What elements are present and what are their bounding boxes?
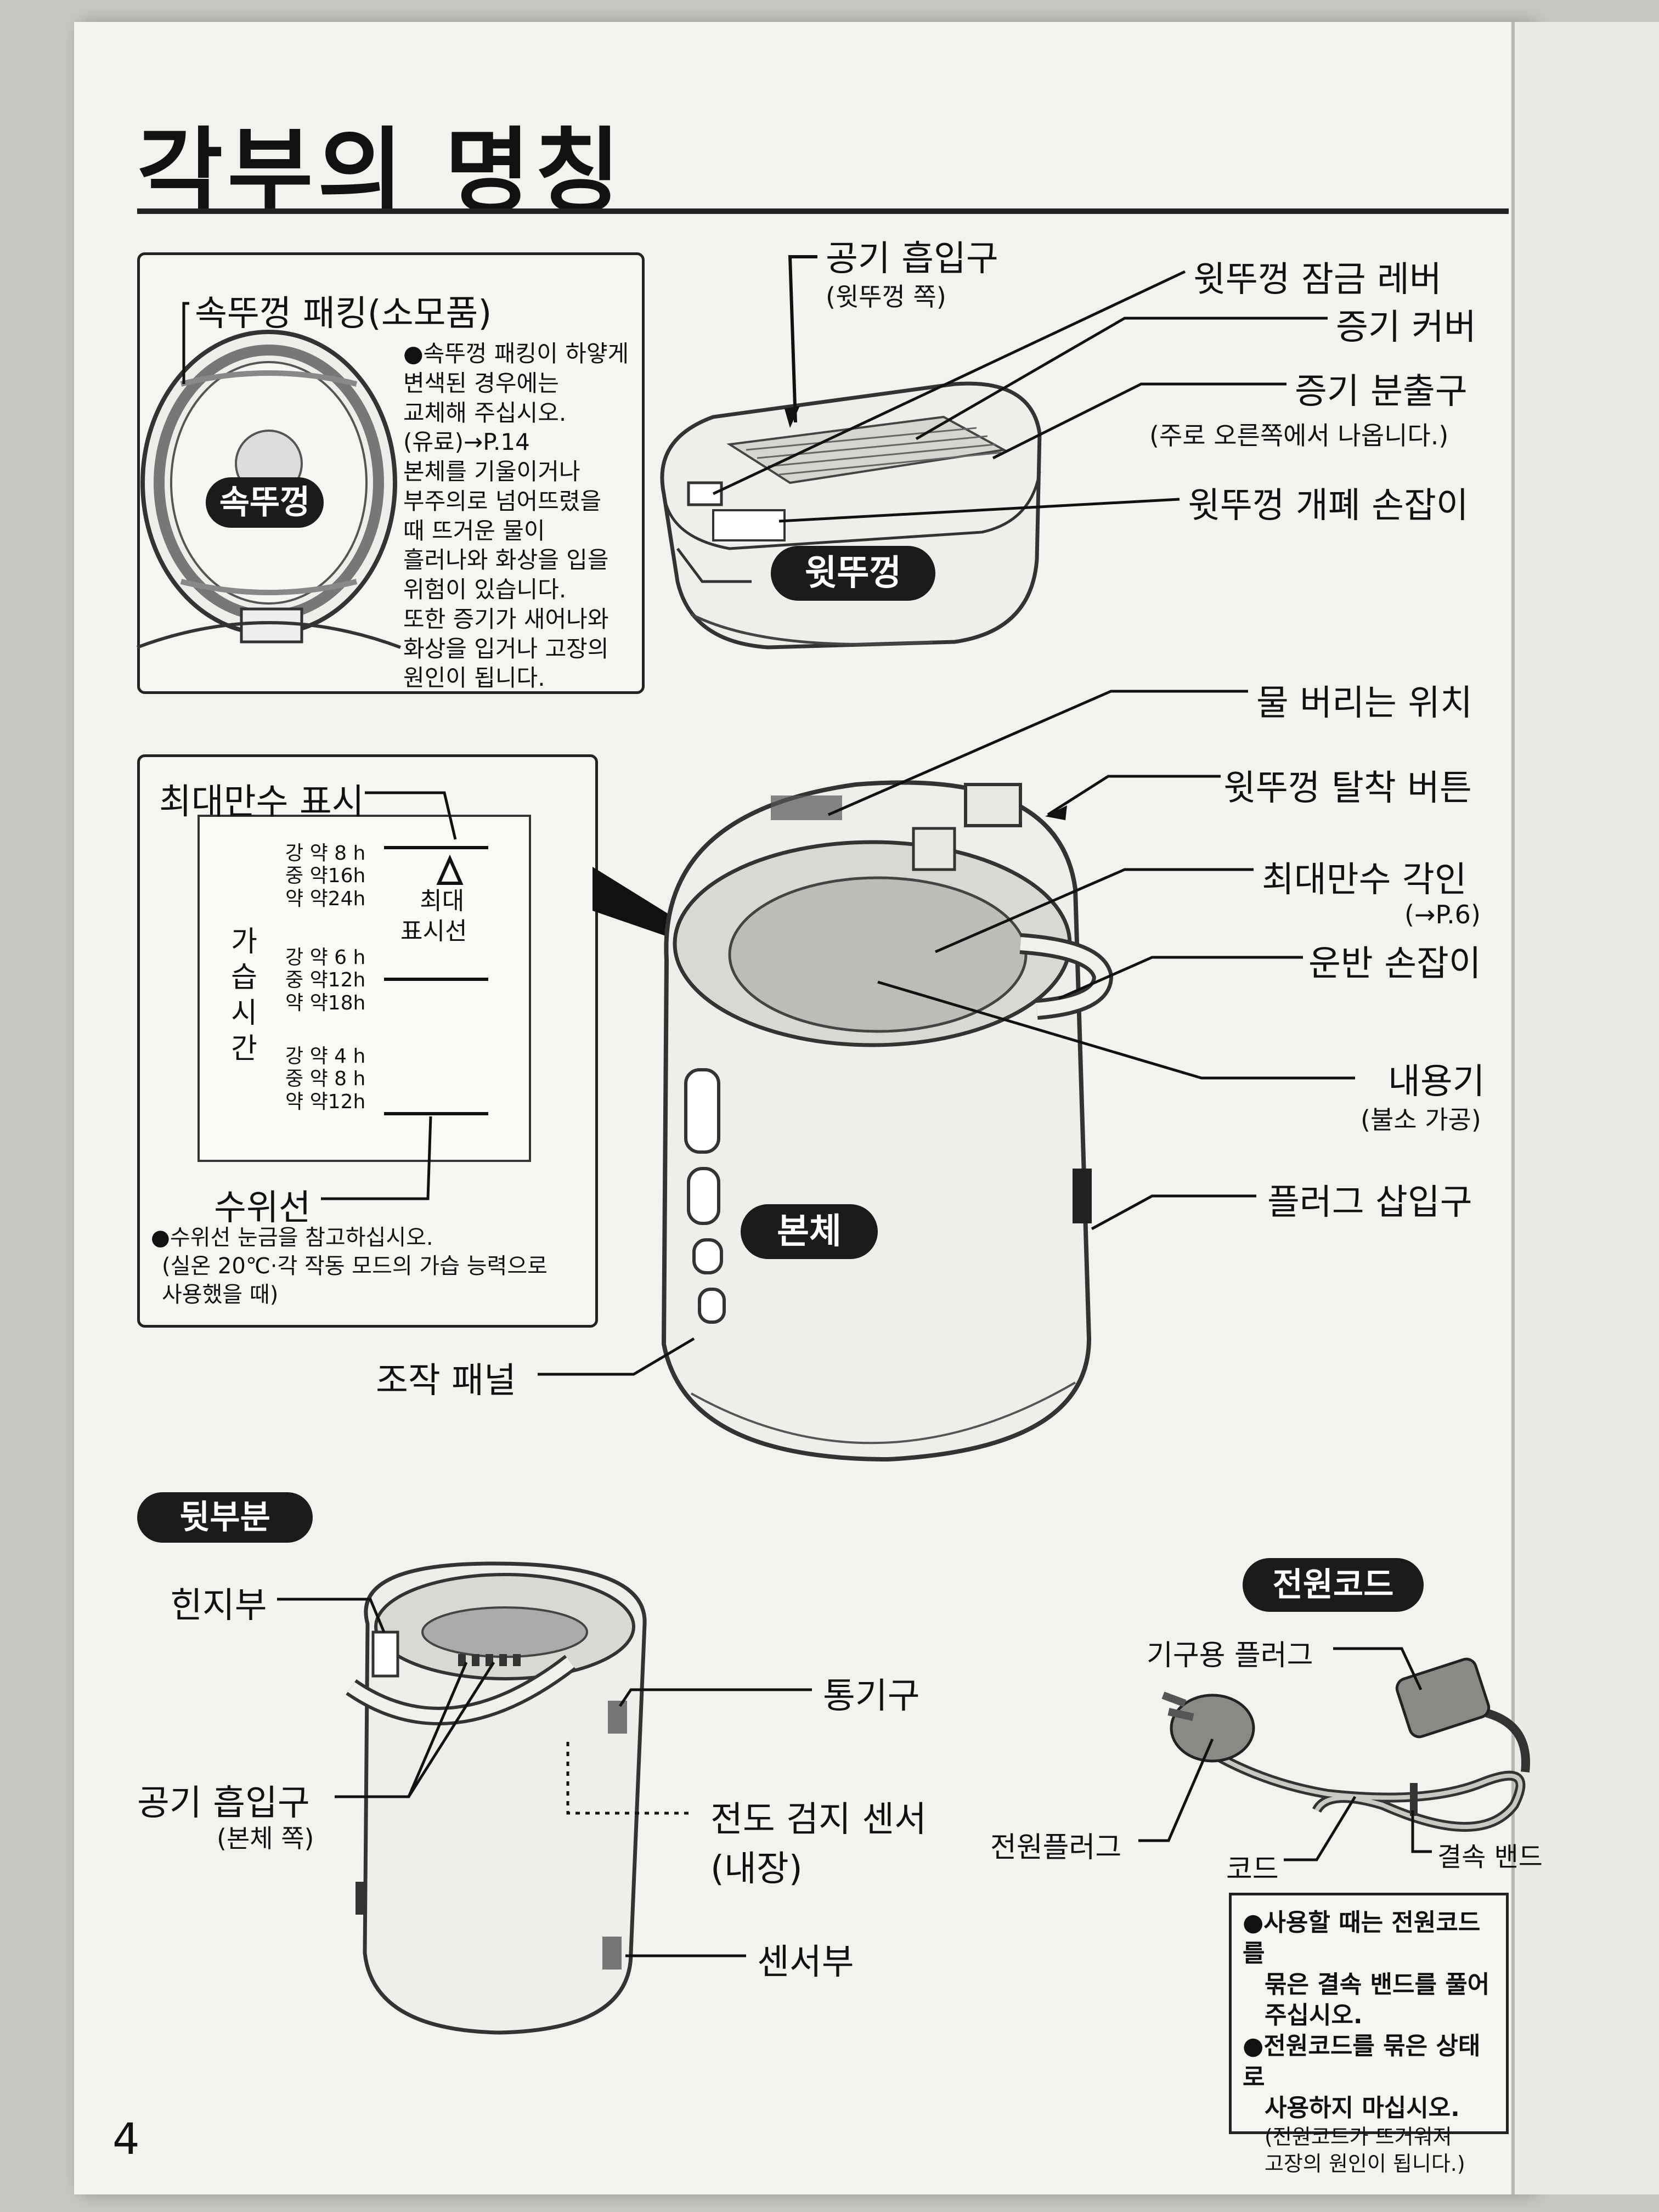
inner-pot-label: 내용기: [1388, 1062, 1485, 1102]
max-line-marker-text2: 표시선: [400, 917, 467, 945]
inner-lid-note-line: 화상을 입거나 고장의: [403, 635, 609, 662]
body-air-inlet-sub: (본체 쪽): [217, 1824, 314, 1853]
lid-air-inlet-sub: (윗뚜껑 쪽): [826, 282, 946, 312]
inner-lid-badge: 속뚜껑: [206, 477, 324, 528]
humidify-time-char: 가: [231, 926, 257, 958]
lid-release-button-label: 윗뚜껑 탈착 버튼: [1223, 768, 1472, 809]
inner-lid-note-line: 부주의로 넘어뜨렸을: [403, 487, 602, 515]
inner-lid-note-line: 위험이 있습니다.: [403, 576, 567, 603]
cord-note-small: (전원코드가 뜨거워져: [1265, 2125, 1452, 2149]
cord-label: 코드: [1226, 1853, 1279, 1886]
max-water-mark-sub: (→P.6): [1404, 900, 1481, 929]
binding-band-label: 결속 밴드: [1437, 1842, 1543, 1872]
inner-lid-note-line: 본체를 기울이거나: [403, 458, 580, 485]
control-panel-label: 조작 패널: [376, 1361, 516, 1401]
inner-lid-note-line: 변색된 경우에는: [403, 369, 559, 397]
conduction-sensor-label: 전도 검지 센서: [710, 1799, 927, 1840]
time-row: 강 약 4 h: [285, 1045, 366, 1068]
time-group-3: 강 약 4 h 중 약 8 h 약 약12h: [285, 1045, 365, 1113]
steam-vent-label: 증기 분출구: [1295, 371, 1468, 412]
lid-lock-lever-label: 윗뚜껑 잠금 레버: [1193, 259, 1442, 300]
title-underline: [137, 208, 1509, 214]
humidify-time-char: 습: [231, 961, 257, 994]
time-group-2: 강 약 6 h 중 약12h 약 약18h: [285, 946, 365, 1014]
back-badge: 뒷부분: [137, 1492, 313, 1543]
time-row: 중 약12h: [285, 969, 366, 992]
cord-notes-box: ●사용할 때는 전원코드를 묶은 결속 밴드를 풀어 주십시오. ●전원코드를 …: [1229, 1893, 1509, 2176]
body-air-inlet-label: 공기 흡입구: [137, 1783, 310, 1824]
cord-note-line: 사용하지 마십시오.: [1265, 2094, 1460, 2122]
conduction-sensor-sub: (내장): [710, 1849, 803, 1889]
cord-note-line: 묶은 결속 밴드를 풀어: [1265, 1970, 1490, 1999]
vent-label: 통기구: [823, 1676, 920, 1717]
carry-handle-label: 운반 손잡이: [1308, 944, 1481, 984]
page-number: 4: [112, 2115, 140, 2164]
power-plug-label: 전원플러그: [990, 1831, 1122, 1864]
cord-note-line: ●전원코드를 묶은 상태로: [1243, 2032, 1481, 2091]
sensor-part-label: 센서부: [757, 1942, 854, 1983]
inner-lid-packing-label: 속뚜껑 패킹(소모품): [195, 294, 492, 334]
time-row: 약 약12h: [285, 1090, 366, 1113]
inner-pot-sub: (불소 가공): [1361, 1105, 1481, 1135]
humidify-time-char: 시: [231, 997, 257, 1030]
inner-lid-note-line: 때 뜨거운 물이: [403, 517, 545, 544]
inner-lid-note-line: 또한 증기가 새어나와: [403, 605, 609, 633]
humidify-time-label: 가 습 시 간: [228, 924, 261, 1067]
lid-air-inlet-label: 공기 흡입구: [826, 239, 998, 279]
inner-lid-note: ●속뚜껑 패킹이 하얗게 변색된 경우에는 교체해 주십시오. (유료)→P.1…: [403, 339, 639, 693]
cord-note-small: 고장의 원인이 됩니다.): [1265, 2151, 1465, 2176]
water-level-note-line: (실온 20℃·각 작동 모드의 가습 능력으로: [162, 1254, 548, 1279]
body-badge: 본체: [741, 1204, 878, 1259]
steam-cover-label: 증기 커버: [1336, 307, 1476, 348]
cord-note-line: ●사용할 때는 전원코드를: [1243, 1909, 1481, 1968]
water-level-note-line: 사용했을 때): [162, 1282, 279, 1307]
water-level-panel: [198, 815, 531, 1162]
time-row: 중 약 8 h: [285, 1068, 366, 1091]
inner-lid-note-line: 교체해 주십시오.: [403, 399, 567, 426]
water-level-line-label: 수위선: [214, 1188, 311, 1228]
lid-handle-label: 윗뚜껑 개폐 손잡이: [1188, 486, 1469, 526]
plug-socket-label: 플러그 삽입구: [1267, 1182, 1472, 1223]
power-cord-badge: 전원코드: [1243, 1558, 1424, 1612]
time-row: 강 약 6 h: [285, 946, 366, 969]
time-row: 중 약16h: [285, 865, 366, 888]
water-level-note-line: ●수위선 눈금을 참고하십시오.: [151, 1225, 433, 1250]
inner-lid-note-line: (유료)→P.14: [403, 428, 530, 456]
time-row: 강 약 8 h: [285, 842, 366, 865]
time-row: 약 약18h: [285, 991, 366, 1014]
time-group-1: 강 약 8 h 중 약16h 약 약24h: [285, 842, 365, 910]
lid-badge: 윗뚜껑: [771, 546, 935, 601]
max-water-mark-label: 최대만수 각인: [1262, 860, 1467, 900]
cord-note-line: 주십시오.: [1265, 2001, 1363, 2029]
appliance-plug-label: 기구용 플러그: [1147, 1639, 1313, 1672]
hinge-label: 힌지부: [170, 1585, 267, 1626]
next-page-edge: [1511, 22, 1659, 2194]
water-level-notes: ●수위선 눈금을 참고하십시오. (실온 20℃·각 작동 모드의 가습 능력으…: [151, 1223, 584, 1309]
humidify-time-char: 간: [231, 1032, 257, 1065]
max-line-marker-text: 최대: [420, 887, 465, 915]
inner-lid-note-line: 흘러나와 화상을 입을: [403, 546, 609, 574]
steam-vent-sub: (주로 오른쪽에서 나옵니다.): [1149, 421, 1449, 450]
inner-lid-note-line: ●속뚜껑 패킹이 하얗게: [403, 340, 629, 367]
max-water-label: 최대만수 표시: [159, 782, 364, 822]
inner-lid-note-line: 원인이 됩니다.: [403, 664, 545, 692]
water-discard-label: 물 버리는 위치: [1256, 683, 1472, 724]
time-row: 약 약24h: [285, 887, 366, 910]
max-line-marker: 최대 표시선: [400, 886, 467, 946]
